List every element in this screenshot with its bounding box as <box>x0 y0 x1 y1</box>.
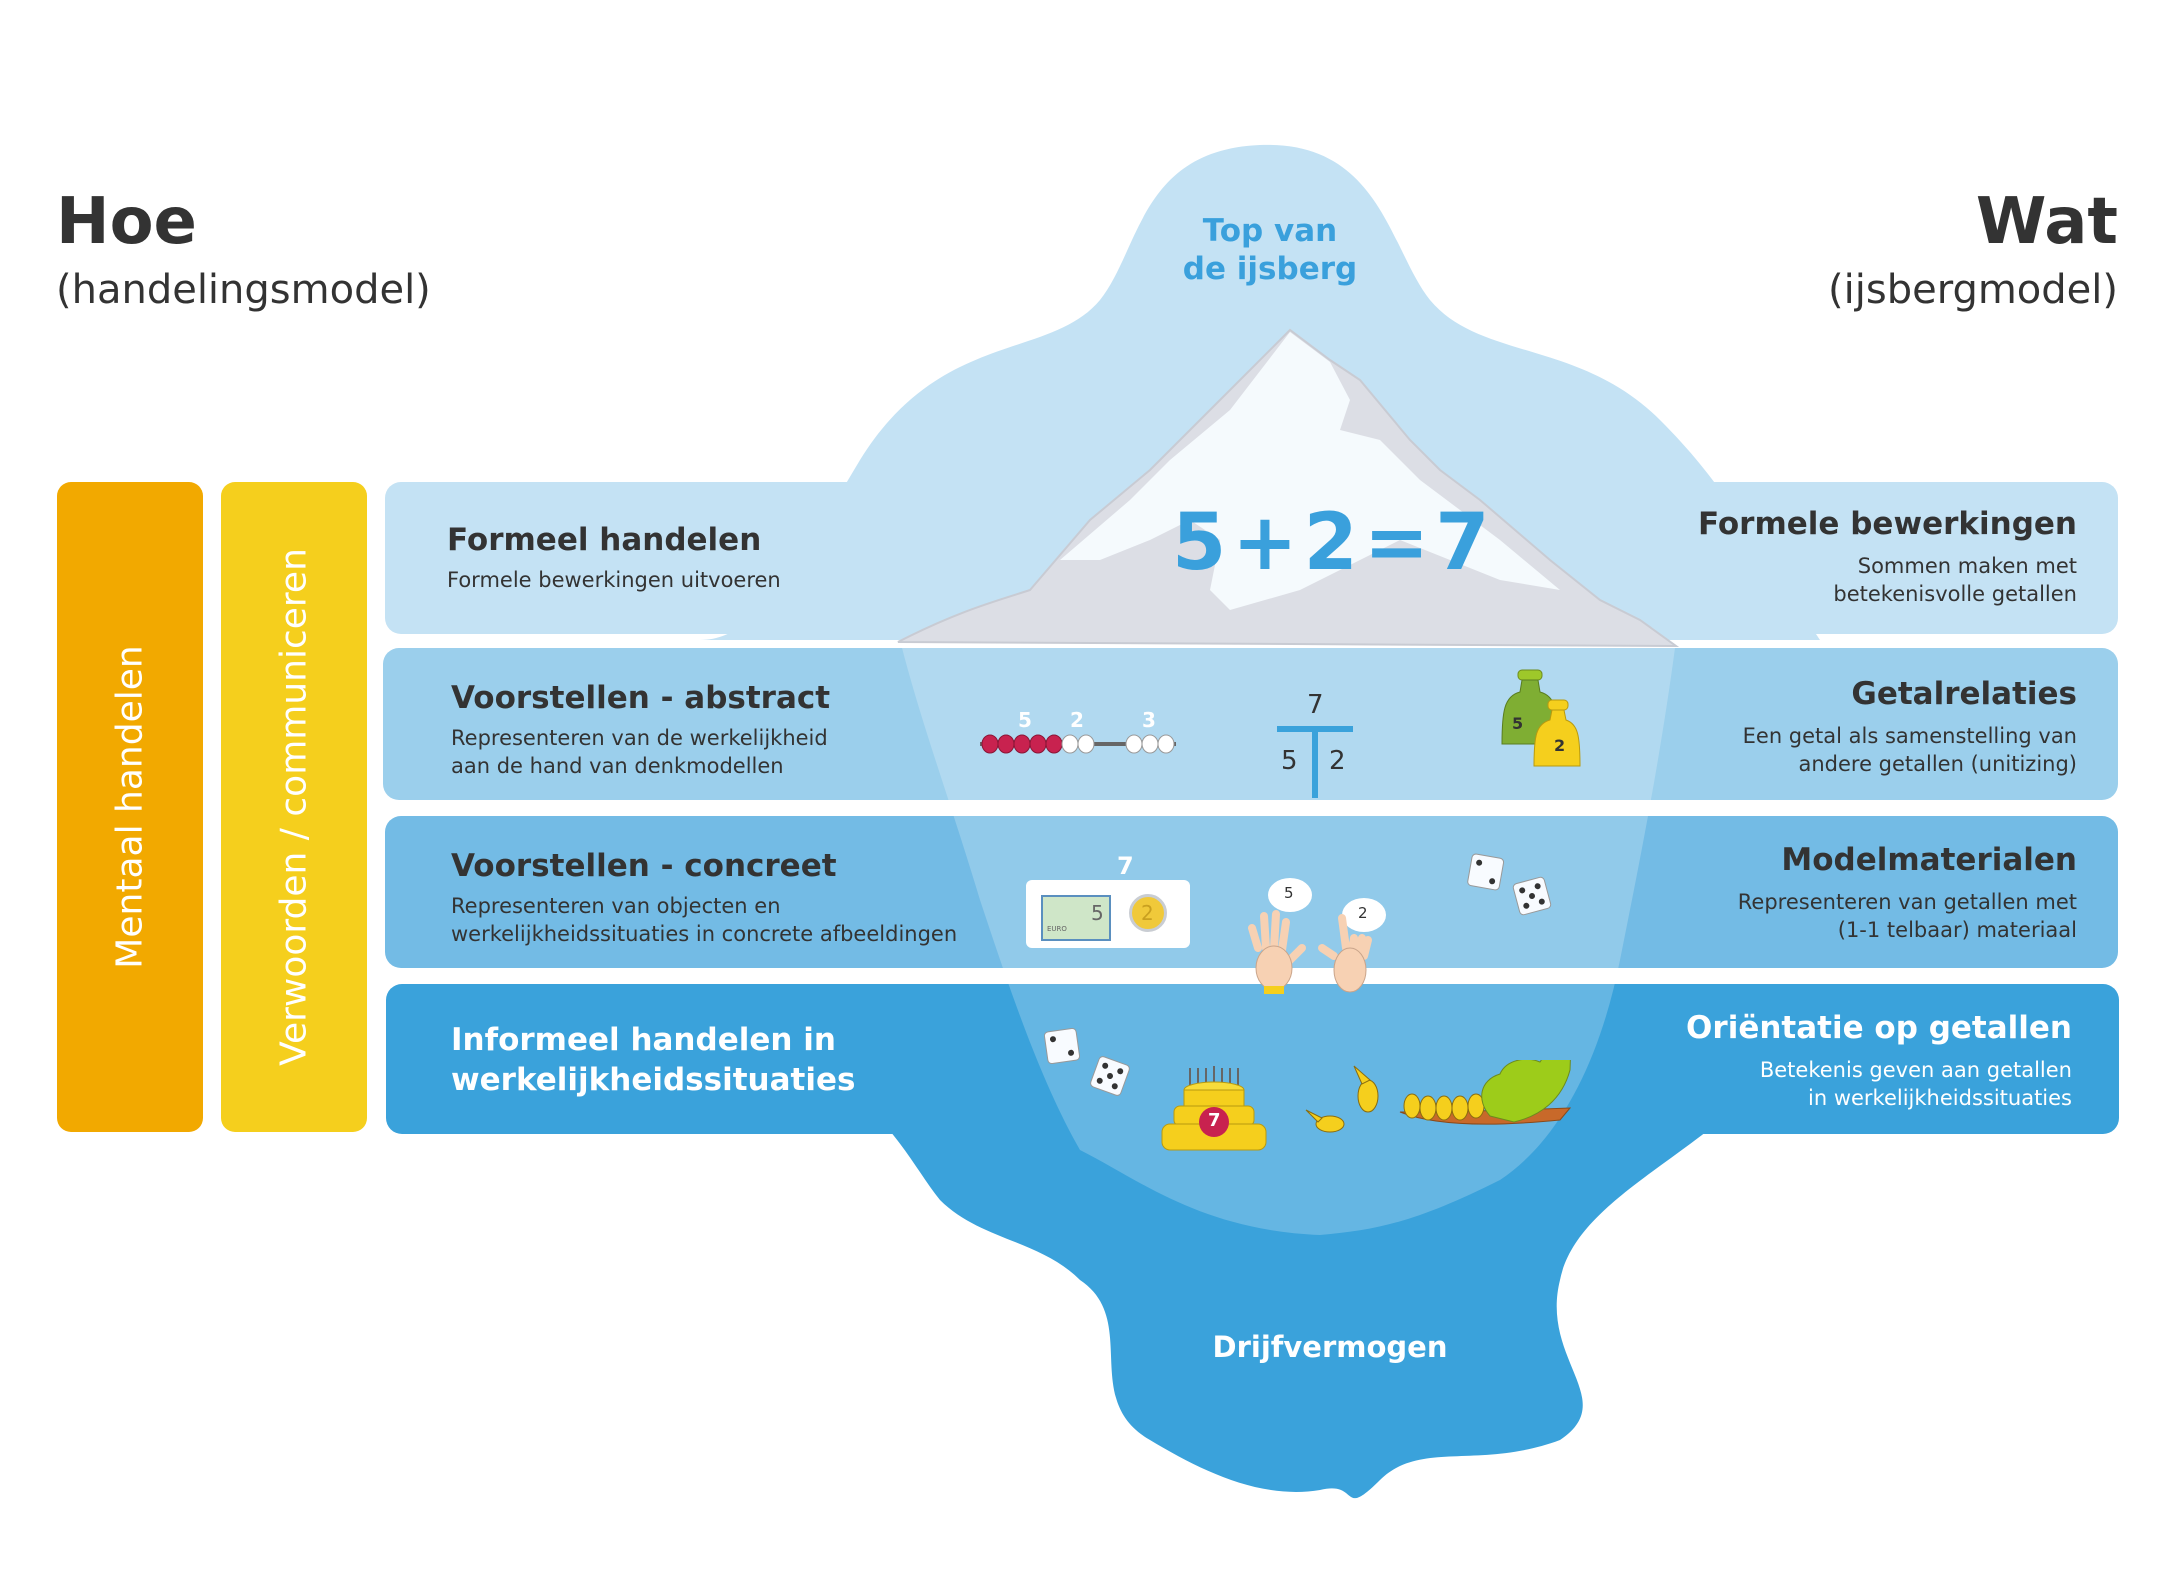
drijfvermogen-label: Drijfvermogen <box>1212 1330 1448 1364</box>
birds-illustration <box>1305 1060 1572 1133</box>
level-2-left-title: Voorstellen - abstract <box>451 680 831 716</box>
iceberg-tip-snow <box>1060 332 1560 610</box>
weights-illustration: 5 2 <box>1500 664 1600 774</box>
coin-icon: 2 <box>1129 894 1167 932</box>
dice-pair-bottom <box>1043 1027 1130 1096</box>
top-label-line-2: de ijsberg <box>1182 251 1358 287</box>
hand-bubble-5-text: 5 <box>1284 884 1294 902</box>
cake-number: 7 <box>1208 1110 1221 1131</box>
right-header-subtitle: (ijsbergmodel) <box>1828 267 2118 313</box>
right-header-title: Wat <box>1975 185 2118 259</box>
banknote-icon: 5 EURO <box>1041 895 1111 941</box>
counting-hands: 5 2 <box>1238 878 1398 998</box>
split-total: 7 <box>1307 690 1324 720</box>
level-1-right-title: Formele bewerkingen <box>1697 506 2077 542</box>
birthday-cake: 7 <box>1160 1060 1270 1160</box>
level-3-right-desc-2: (1-1 telbaar) materiaal <box>1837 918 2077 942</box>
weight-5-label: 5 <box>1512 714 1524 733</box>
split-left: 5 <box>1281 746 1298 776</box>
level-1-right-desc-2: betekenisvolle getallen <box>1833 582 2077 606</box>
split-diagram: 7 5 2 <box>1275 690 1355 800</box>
tree-foliage-icon <box>1481 1060 1571 1123</box>
bead-label-5: 5 <box>1018 708 1032 732</box>
level-4-right-desc-2: in werkelijkheidssituaties <box>1808 1086 2072 1110</box>
level-4-right-title: Oriëntatie op getallen <box>1686 1010 2072 1046</box>
level-2-left-desc-1: Representeren van de werkelijkheid <box>451 726 828 750</box>
flying-bird-icon <box>1353 1065 1379 1113</box>
bead-string: 5 2 3 <box>978 708 1178 758</box>
die-five-icon <box>1090 1056 1130 1096</box>
level-1-left-title: Formeel handelen <box>447 522 762 558</box>
level-2-right-desc-1: Een getal als samenstelling van <box>1742 724 2077 748</box>
level-band-abstract <box>383 648 2118 800</box>
banknote-value: 5 <box>1091 901 1104 925</box>
dice-pair-middle <box>1467 853 1552 916</box>
split-bar-vertical <box>1312 726 1318 798</box>
mentaal-handelen-bar: Mentaal handelen <box>57 482 203 1132</box>
die-two-icon <box>1467 853 1505 891</box>
money-total: 7 <box>1117 852 1134 880</box>
left-header-subtitle: (handelingsmodel) <box>56 267 431 313</box>
equation: 5+2=7 <box>1172 498 1496 588</box>
level-3-left-title: Voorstellen - concreet <box>451 848 837 884</box>
banknote-label: EURO <box>1047 925 1067 933</box>
weights-icon <box>1501 669 1581 767</box>
level-4-left-title-1: Informeel handelen in <box>451 1022 836 1058</box>
bead-label-3: 3 <box>1142 708 1156 732</box>
split-right: 2 <box>1329 746 1346 776</box>
bead-string-icon <box>980 734 1176 754</box>
die-two-icon <box>1043 1027 1081 1065</box>
weight-2-label: 2 <box>1554 736 1566 755</box>
hand-bubble-2-text: 2 <box>1358 904 1368 922</box>
cake-icon <box>1161 1066 1267 1151</box>
verwoorden-communiceren-bar: Verwoorden / communiceren <box>221 482 367 1132</box>
level-2-left-desc-2: aan de hand van denkmodellen <box>451 754 784 778</box>
level-2-right-desc-2: andere getallen (unitizing) <box>1798 752 2077 776</box>
level-1-left-desc: Formele bewerkingen uitvoeren <box>447 568 781 592</box>
level-3-right-title: Modelmaterialen <box>1781 842 2077 878</box>
level-2-right-title: Getalrelaties <box>1851 676 2077 712</box>
hand-bubble-2: 2 <box>1342 898 1386 932</box>
level-1-right-desc-1: Sommen maken met <box>1857 554 2077 578</box>
bead-label-2: 2 <box>1070 708 1084 732</box>
chicks-on-branch <box>1403 1093 1485 1121</box>
hand-bubble-5: 5 <box>1268 878 1312 912</box>
top-label-line-1: Top van <box>1202 213 1338 249</box>
level-4-left-title-2: werkelijkheidssituaties <box>451 1062 856 1098</box>
money-card: 5 EURO 2 <box>1026 880 1190 948</box>
level-3-left-desc-2: werkelijkheidssituaties in concrete afbe… <box>451 922 958 946</box>
flying-bird-icon <box>1305 1109 1345 1133</box>
level-3-left-desc-1: Representeren van objecten en <box>451 894 781 918</box>
level-band-concreet <box>385 816 2118 968</box>
die-five-icon <box>1512 876 1552 916</box>
level-3-right-desc-1: Representeren van getallen met <box>1737 890 2077 914</box>
level-4-right-desc-1: Betekenis geven aan getallen <box>1759 1058 2072 1082</box>
top-label: Top van de ijsberg <box>1170 212 1370 288</box>
coin-value: 2 <box>1141 901 1154 925</box>
hands-icon <box>1248 910 1372 994</box>
left-header-title: Hoe <box>56 185 197 259</box>
